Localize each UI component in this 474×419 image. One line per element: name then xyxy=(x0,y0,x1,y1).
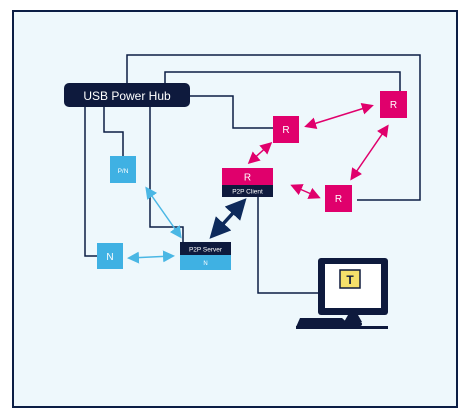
wire-hub-to-r3 xyxy=(126,54,421,201)
router-r2: R xyxy=(380,91,407,118)
arrow-client-r3 xyxy=(290,184,321,199)
router-r2-label: R xyxy=(390,100,397,111)
arrow-r1-client xyxy=(247,141,273,165)
router-r1: R xyxy=(273,116,299,143)
wire-hub-to-server xyxy=(149,106,184,242)
wire-hub-to-r1 xyxy=(185,95,273,129)
arrow-server-client xyxy=(209,198,247,239)
wire-hub-to-n xyxy=(84,106,97,257)
client-router-label: R xyxy=(244,173,251,184)
server-sub-label: N xyxy=(203,261,207,267)
client-label: P2P Client xyxy=(232,189,263,196)
node-n-label: N xyxy=(106,252,113,263)
arrow-r2-r3 xyxy=(350,124,389,181)
node-pn-label: P/N xyxy=(118,168,129,175)
arrow-pn-server xyxy=(145,186,182,239)
screen-letter: T xyxy=(346,273,354,287)
connection-arrows xyxy=(127,102,389,264)
node-n: N xyxy=(97,243,123,269)
arrow-r1-r2 xyxy=(304,102,374,130)
computer-monitor-icon: T xyxy=(296,258,388,329)
node-pn: P/N xyxy=(110,156,136,183)
wire-hub-to-r2 xyxy=(164,71,401,91)
server-label: P2P Server xyxy=(189,247,223,254)
wire-hub-to-pn xyxy=(103,106,124,156)
p2p-server: P2P Server N xyxy=(180,242,231,270)
wire-client-to-computer xyxy=(257,197,318,294)
arrow-n-server xyxy=(127,250,175,264)
router-r3-label: R xyxy=(335,194,342,205)
router-r1-label: R xyxy=(282,125,289,136)
p2p-client: R P2P Client xyxy=(222,168,273,197)
router-r3: R xyxy=(325,185,352,212)
mouse-icon xyxy=(332,322,362,326)
hub-label: USB Power Hub xyxy=(83,89,171,103)
usb-power-hub: USB Power Hub xyxy=(64,83,190,107)
